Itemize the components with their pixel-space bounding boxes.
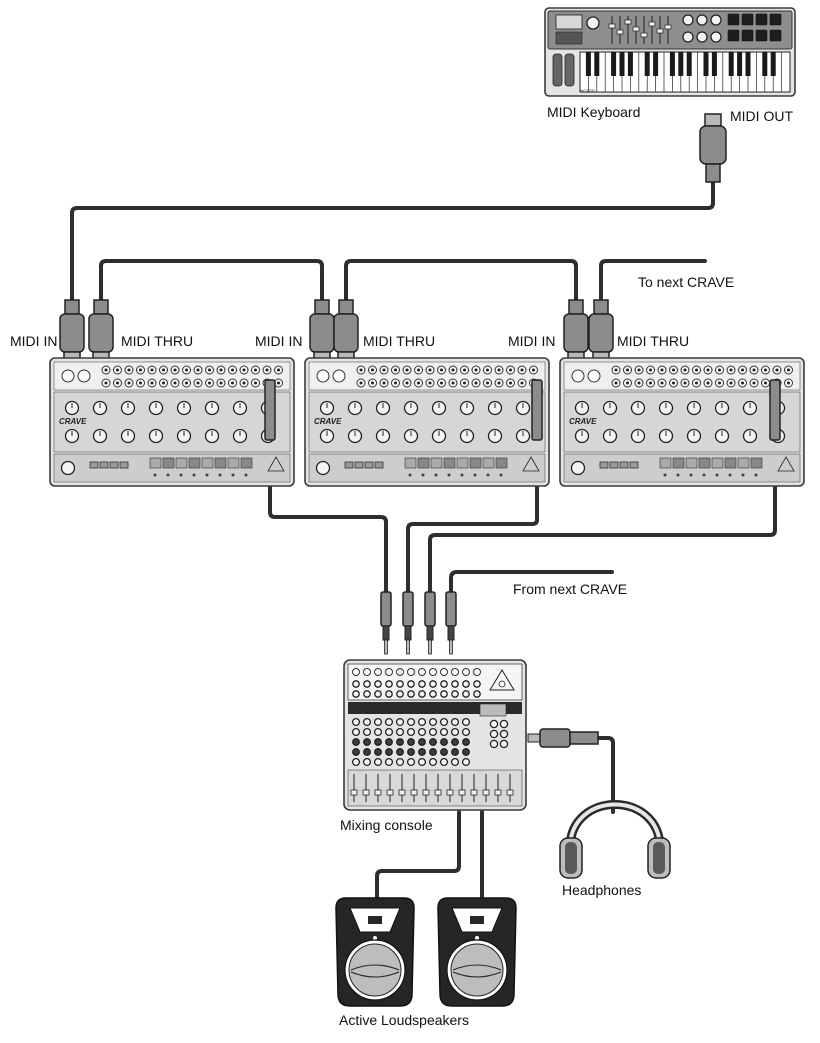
midi-in-label-2: MIDI IN (255, 333, 302, 349)
midi-plug-3 (309, 299, 335, 363)
midi-plug-5 (563, 299, 589, 363)
mixer-input-plug-4 (445, 591, 457, 655)
from-next-crave-label: From next CRAVE (513, 581, 627, 597)
output-jack-plug-1 (264, 379, 276, 441)
to-next-crave-label: To next CRAVE (638, 274, 734, 290)
headphones (559, 800, 671, 879)
active-loudspeakers (335, 897, 517, 1007)
mixer-input-plug-1 (380, 591, 392, 655)
loudspeaker-2 (437, 897, 517, 1007)
mixing-console-label: Mixing console (340, 817, 433, 833)
synth-units: CRAVE CRAVE CRAVE (49, 357, 805, 487)
loudspeaker-1 (335, 897, 415, 1007)
midi-plugs (59, 299, 614, 363)
headphones-label: Headphones (562, 882, 641, 898)
midi-thru-label-3: MIDI THRU (617, 333, 689, 349)
midi-out-label: MIDI OUT (730, 108, 793, 124)
midi-cables (70, 180, 715, 302)
crave-logo: CRAVE (569, 417, 597, 426)
midi-in-label-1: MIDI IN (10, 333, 57, 349)
audio-cables (268, 438, 777, 900)
midi-out-plug (699, 113, 727, 183)
crave-synth-1: CRAVE (49, 357, 295, 487)
midi-plug-1 (59, 299, 85, 363)
output-jack-plug-3 (769, 379, 781, 441)
midi-thru-label-2: MIDI THRU (363, 333, 435, 349)
crave-logo: CRAVE (314, 417, 342, 426)
mixing-console (343, 659, 527, 811)
crave-synth-2: CRAVE (304, 357, 550, 487)
crave-logo: CRAVE (59, 417, 87, 426)
midi-plug-6 (588, 299, 614, 363)
mixer-input-plug-2 (402, 591, 414, 655)
audio-plugs (380, 591, 457, 655)
midi-keyboard-label: MIDI Keyboard (547, 104, 640, 120)
midi-keyboard: MOTÖR (544, 7, 796, 97)
active-loudspeakers-label: Active Loudspeakers (339, 1012, 469, 1028)
midi-plug-4 (333, 299, 359, 363)
midi-plug-2 (88, 299, 114, 363)
output-jack-plug-2 (531, 379, 543, 441)
headphone-plug (527, 728, 599, 748)
midi-in-label-3: MIDI IN (508, 333, 555, 349)
crave-synth-3: CRAVE (559, 357, 805, 487)
mixer-input-plug-3 (424, 591, 436, 655)
midi-thru-label-1: MIDI THRU (121, 333, 193, 349)
labels: MIDI Keyboard MIDI OUT To next CRAVE MID… (10, 104, 793, 1028)
keyboard-brand: MOTÖR (580, 88, 595, 93)
